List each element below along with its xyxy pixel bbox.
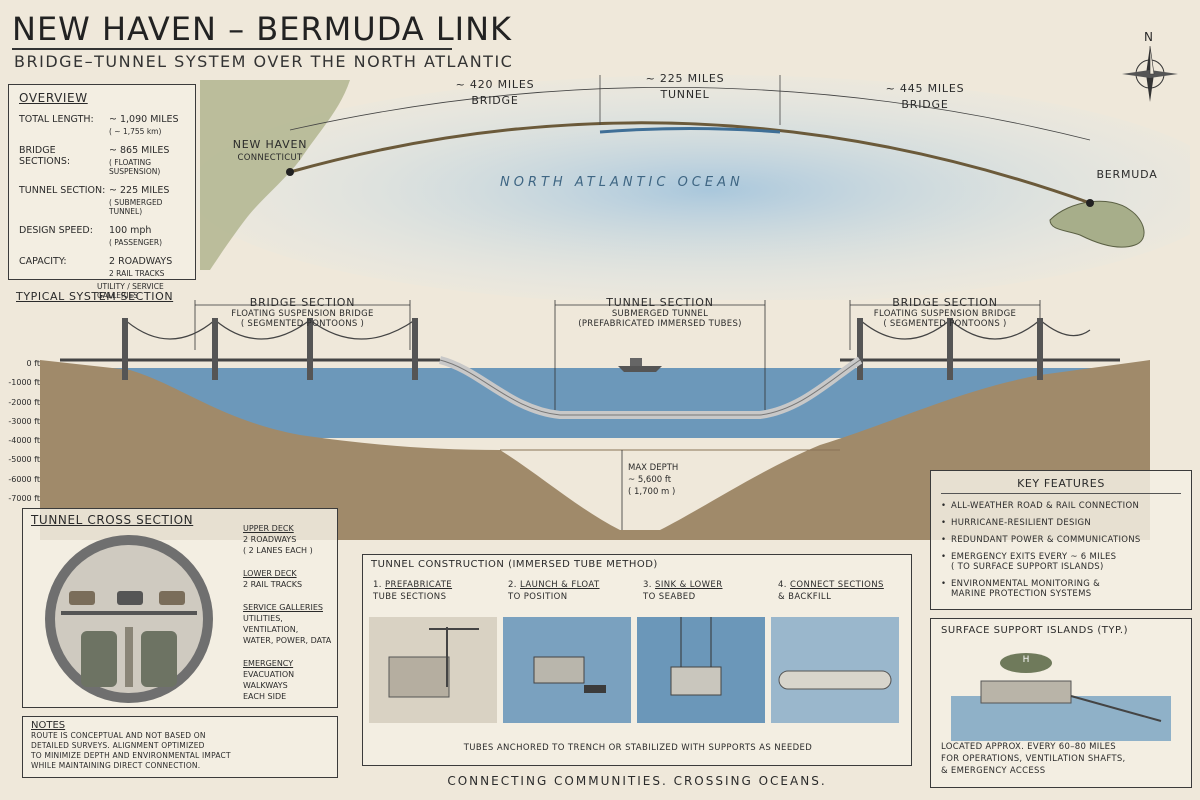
origin-label: NEW HAVEN [232,138,308,151]
span-right-type: BRIDGE [901,98,949,111]
title-underline [12,48,452,50]
bridge-left-callout: BRIDGE SECTION FLOATING SUSPENSION BRIDG… [231,296,374,329]
span-mid-distance: ~ 225 MILES [645,72,725,85]
notes-heading: NOTES [31,720,66,731]
depth-tick: -4000 ft [8,436,40,446]
destination-label: BERMUDA [1096,168,1158,181]
bridge-right-callout: BRIDGE SECTION FLOATING SUSPENSION BRIDG… [873,296,1017,329]
page-subtitle: BRIDGE–TUNNEL SYSTEM OVER THE NORTH ATLA… [14,52,514,71]
ocean-label: NORTH ATLANTIC OCEAN [500,175,744,190]
span-left-type: BRIDGE [471,94,519,107]
tagline: CONNECTING COMMUNITIES. CROSSING OCEANS. [447,774,827,788]
construction-panel: TUNNEL CONSTRUCTION (IMMERSED TUBE METHO… [362,554,912,766]
depth-tick: 0 ft [26,359,40,368]
tunnel-cross-section-illustration [45,535,213,703]
compass-north-label: N [1144,30,1153,44]
depth-scale: 0 ft -1000 ft -2000 ft -3000 ft -4000 ft… [4,354,40,508]
helipad-icon: H [1022,655,1030,665]
key-features-panel: KEY FEATURES •ALL-WEATHER ROAD & RAIL CO… [930,470,1192,610]
feature-item: •ENVIRONMENTAL MONITORING &MARINE PROTEC… [941,579,1101,599]
compass-rose-icon: N [1120,30,1180,110]
span-mid-type: TUNNEL [660,88,710,101]
cross-section-panel: TUNNEL CROSS SECTION UPPER DECK 2 ROADWA… [22,508,338,708]
overview-row: BRIDGE SECTIONS:~ 865 MILES( FLOATING SU… [19,145,170,176]
notes-body: ROUTE IS CONCEPTUAL AND NOT BASED ON DET… [31,731,231,770]
system-section-diagram [40,300,1150,540]
feature-item: •REDUNDANT POWER & COMMUNICATIONS [941,535,1141,545]
depth-tick: -3000 ft [8,416,40,426]
cross-section-heading: TUNNEL CROSS SECTION [31,513,194,527]
feature-item: •ALL-WEATHER ROAD & RAIL CONNECTION [941,501,1140,511]
overview-row: DESIGN SPEED:100 mph( PASSENGER) [19,225,163,247]
islands-panel: SURFACE SUPPORT ISLANDS (TYP.) H LOCATED… [930,618,1192,788]
page-title: NEW HAVEN – BERMUDA LINK [12,10,513,48]
support-island-illustration [951,653,1171,741]
notes-panel: NOTES ROUTE IS CONCEPTUAL AND NOT BASED … [22,716,338,778]
construction-footer: TUBES ANCHORED TO TRENCH OR STABILIZED W… [463,743,813,753]
feature-item: •HURRICANE-RESILIENT DESIGN [941,518,1092,528]
overview-extra: UTILITY / SERVICE GALLERIES [97,282,164,300]
depth-tick: -6000 ft [8,474,40,484]
overview-heading: OVERVIEW [19,91,88,105]
depth-tick: -7000 ft [8,494,40,504]
depth-tick: -1000 ft [8,378,40,388]
depth-tick: -2000 ft [8,397,40,407]
construction-step: 4. CONNECT SECTIONS& BACKFILL [778,580,884,602]
overview-row: TOTAL LENGTH:~ 1,090 MILES( ~ 1,755 km) [19,114,179,136]
overview-row: TUNNEL SECTION:~ 225 MILES( SUBMERGED TU… [19,185,170,216]
construction-illustrations [369,617,899,723]
section-heading: TYPICAL SYSTEM SECTION [16,290,174,303]
islands-description: LOCATED APPROX. EVERY 60–80 MILES FOR OP… [941,742,1126,776]
depth-tick: -5000 ft [8,455,40,465]
origin-sublabel: CONNECTICUT [237,153,303,163]
key-features-heading: KEY FEATURES [1017,477,1105,490]
route-map [190,75,1190,300]
max-depth-callout: MAX DEPTH ~ 5,600 ft ( 1,700 m ) [628,463,679,497]
cross-section-callouts: UPPER DECK 2 ROADWAYS ( 2 LANES EACH ) L… [243,524,332,701]
tunnel-callout: TUNNEL SECTION SUBMERGED TUNNEL (PREFABR… [578,296,742,329]
span-right-distance: ~ 445 MILES [885,82,965,95]
feature-item: •EMERGENCY EXITS EVERY ~ 6 MILES( TO SUR… [941,552,1117,572]
construction-heading: TUNNEL CONSTRUCTION (IMMERSED TUBE METHO… [371,559,658,570]
span-left-distance: ~ 420 MILES [455,78,535,91]
islands-heading: SURFACE SUPPORT ISLANDS (TYP.) [941,625,1129,636]
overview-panel: OVERVIEW TOTAL LENGTH:~ 1,090 MILES( ~ 1… [8,84,196,300]
